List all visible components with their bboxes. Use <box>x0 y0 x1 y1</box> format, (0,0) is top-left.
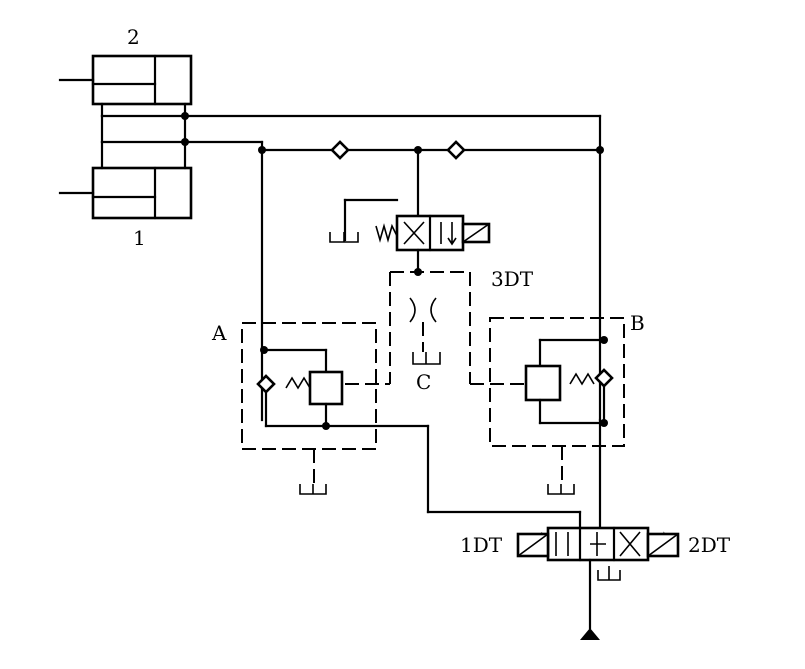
pilot-throttle-c <box>345 271 528 385</box>
solenoid-2dt-label: 2DT <box>688 533 731 557</box>
cylinder-2-label: 2 <box>127 25 140 49</box>
valve-b-label: B <box>630 311 645 335</box>
relief-valve-b <box>489 317 625 495</box>
check-valve-right <box>446 140 466 160</box>
solenoid-3dt-label: 3DT <box>491 267 534 291</box>
valve-a-label: A <box>211 321 227 345</box>
directional-valve-3dt <box>329 198 491 274</box>
cylinder-2 <box>58 54 193 118</box>
check-valve-left <box>330 140 350 160</box>
throttle-c-label: C <box>416 370 431 394</box>
cylinder-1 <box>58 140 193 220</box>
cylinder-1-label: 1 <box>133 226 146 250</box>
junction-dots <box>181 112 608 430</box>
directional-valve-1dt-2dt <box>426 424 680 640</box>
solenoid-1dt-label: 1DT <box>460 533 503 557</box>
relief-valve-a <box>241 322 430 495</box>
